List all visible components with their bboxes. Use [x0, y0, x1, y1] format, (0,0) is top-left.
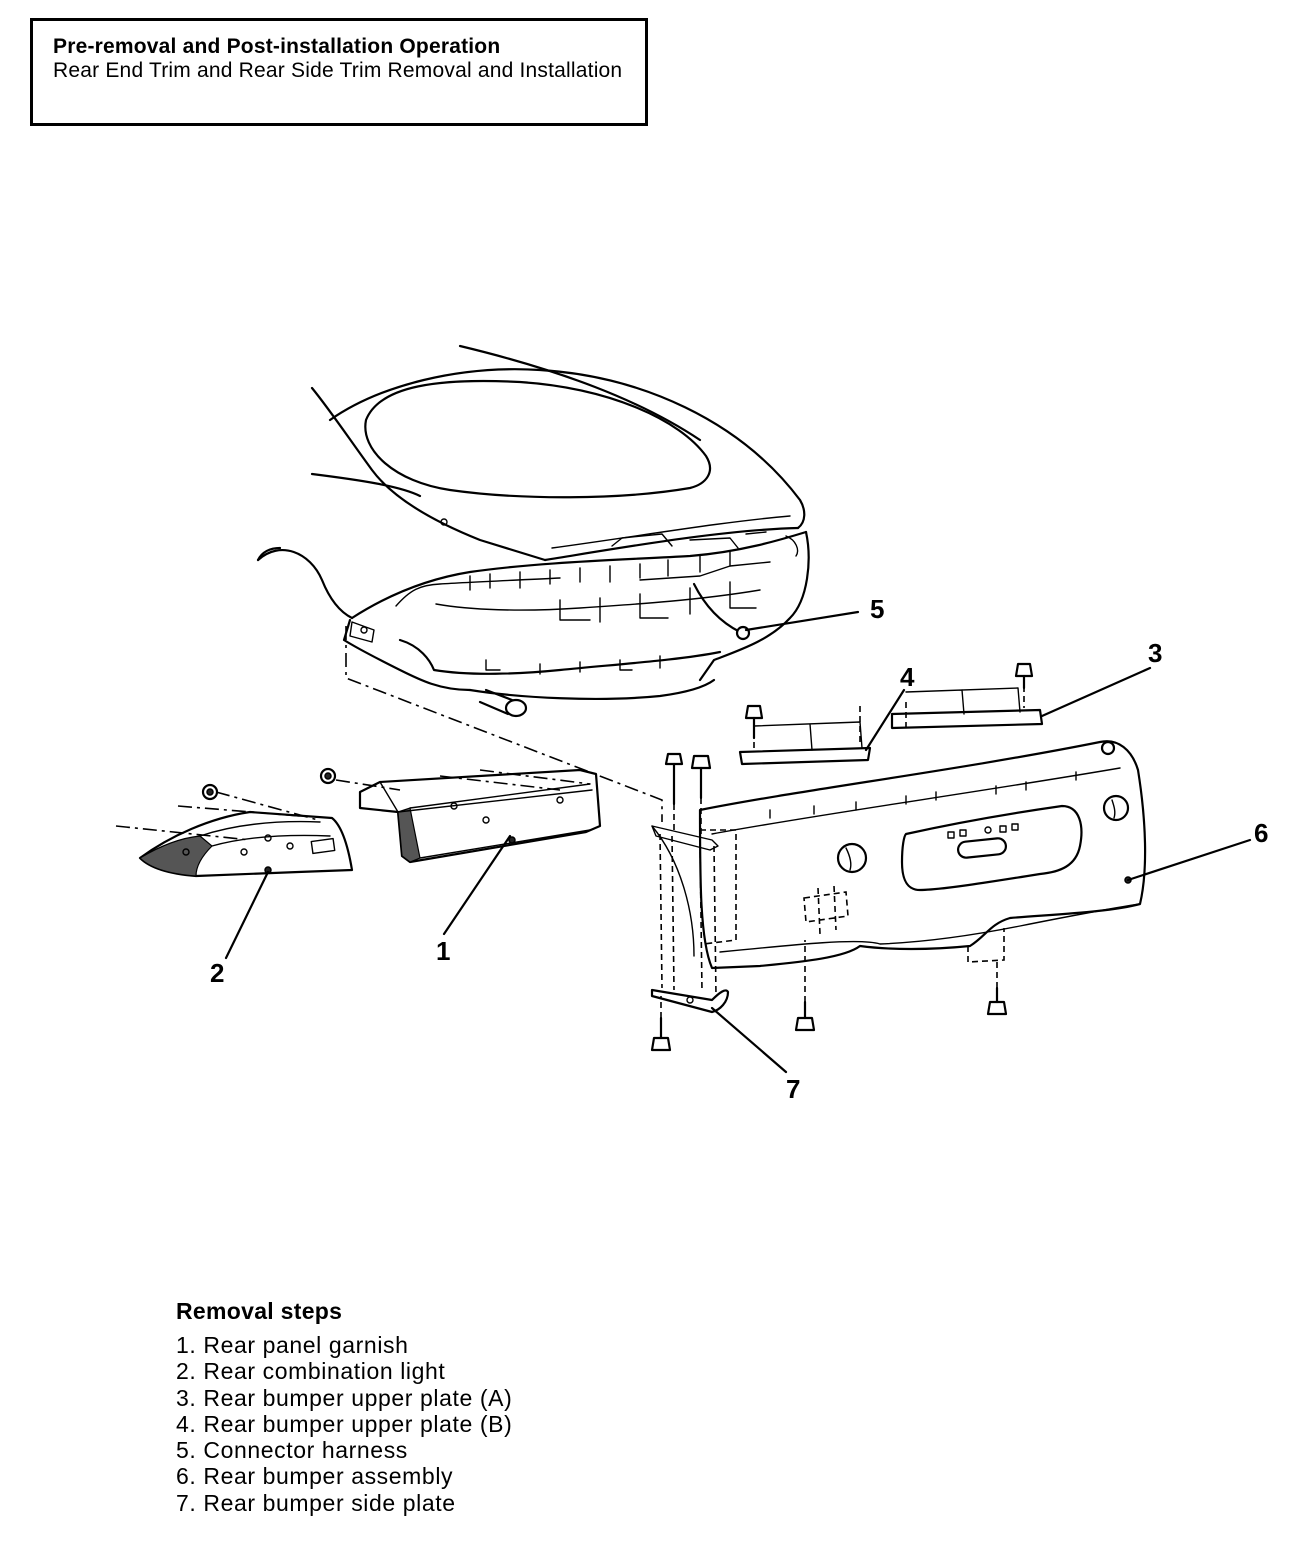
- removal-step: 4. Rear bumper upper plate (B): [176, 1410, 513, 1437]
- rear-bumper-upper-plate-a: [890, 662, 1044, 730]
- bolts: [650, 752, 1008, 1052]
- rear-bumper-side-plate: [650, 825, 737, 1014]
- rear-bumper-assembly: [698, 740, 1147, 970]
- removal-step: 5. Connector harness: [176, 1437, 408, 1464]
- callout-7: 7: [786, 1074, 800, 1104]
- operation-box: Pre-removal and Post-installation Operat…: [30, 18, 648, 126]
- removal-steps-title: Removal steps: [176, 1298, 343, 1324]
- callout-1: 1: [436, 936, 450, 966]
- rear-bumper-upper-plate-b: [738, 704, 872, 766]
- rear-panel-garnish: [319, 767, 602, 864]
- callout-2: 2: [210, 958, 224, 988]
- removal-steps-list: 1. Rear panel garnish 2. Rear combinatio…: [176, 1332, 512, 1516]
- removal-steps: Removal steps 1. Rear panel garnish 2. R…: [176, 1296, 512, 1516]
- removal-step: 2. Rear combination light: [176, 1358, 446, 1385]
- removal-step: 7. Rear bumper side plate: [176, 1489, 456, 1516]
- car-body-rear: [256, 344, 810, 718]
- removal-step: 6. Rear bumper assembly: [176, 1463, 454, 1490]
- operation-title: Pre-removal and Post-installation Operat…: [53, 35, 501, 58]
- callout-3: 3: [1148, 638, 1162, 668]
- removal-step: 3. Rear bumper upper plate (A): [176, 1384, 513, 1411]
- callout-6: 6: [1254, 818, 1268, 848]
- leader-lines: [224, 610, 1252, 1074]
- callout-5: 5: [870, 594, 884, 624]
- alignment-line: [345, 626, 663, 822]
- removal-step: 1. Rear panel garnish: [176, 1332, 409, 1358]
- callout-4: 4: [900, 662, 915, 692]
- rear-combination-light: [115, 783, 354, 878]
- operation-description: Rear End Trim and Rear Side Trim Removal…: [53, 59, 623, 82]
